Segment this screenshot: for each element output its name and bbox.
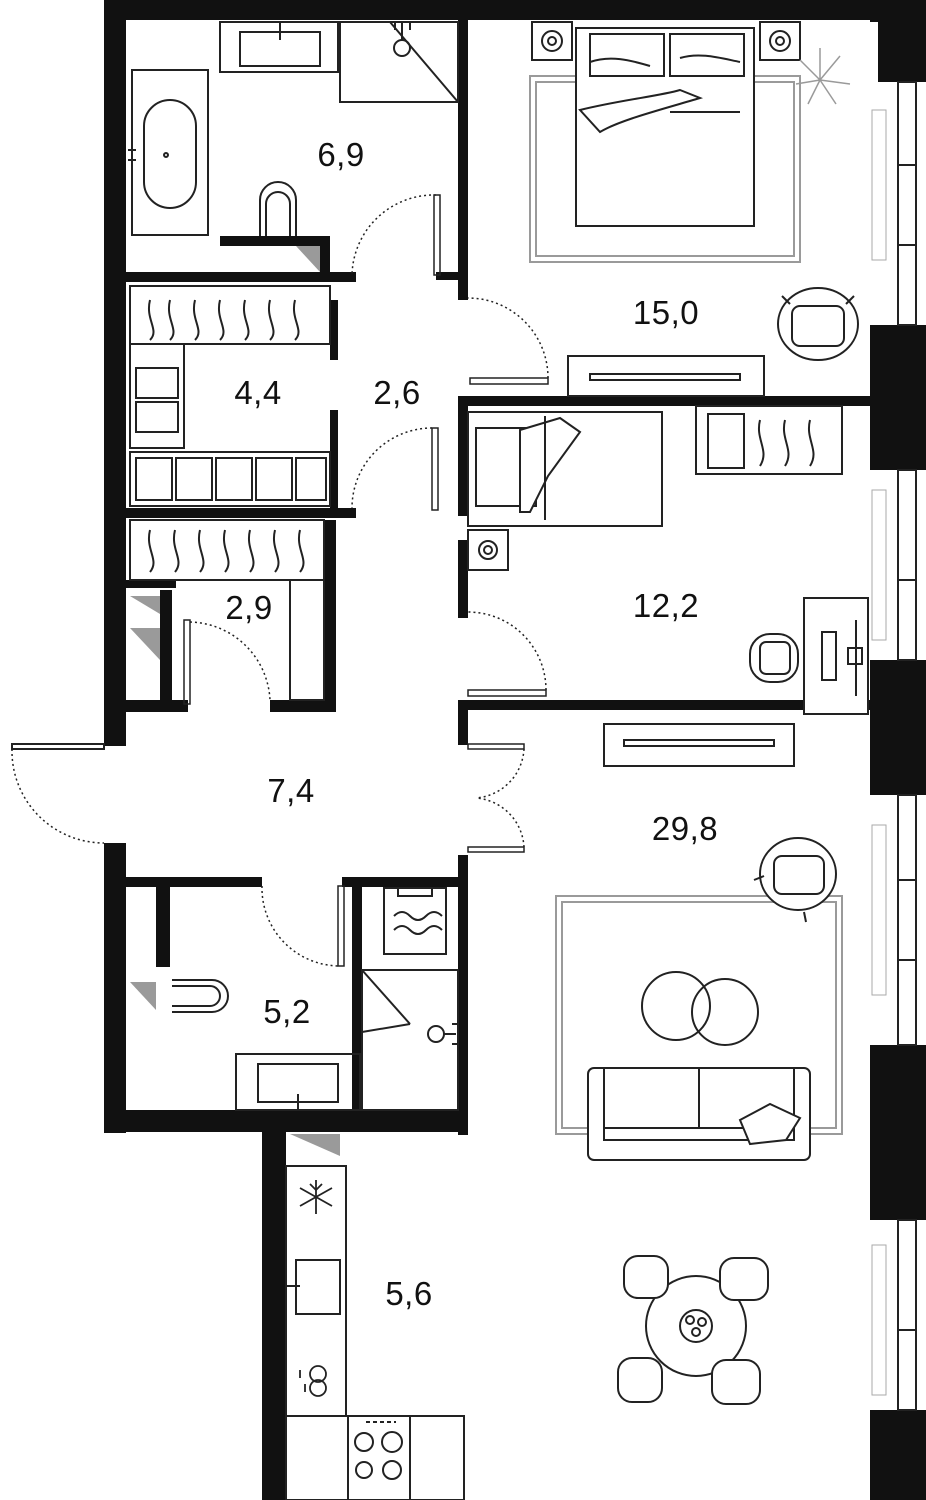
washing-machine-icon bbox=[383, 887, 447, 955]
room-area-living-room: 29,8 bbox=[651, 810, 719, 847]
kitchen-counter bbox=[285, 1165, 465, 1500]
wardrobe-icon-3 bbox=[695, 405, 843, 475]
room-area-bathroom-1: 6,9 bbox=[317, 136, 365, 173]
wardrobe-icon bbox=[129, 285, 331, 507]
doors bbox=[183, 194, 549, 967]
dining-table-icon bbox=[617, 1255, 769, 1405]
armchair-icon bbox=[777, 287, 859, 361]
sink-icon-3 bbox=[286, 1259, 341, 1315]
room-area-wardrobe-1: 4,4 bbox=[234, 374, 282, 411]
shower-icon bbox=[339, 21, 459, 103]
room-area-wardrobe-2: 2,9 bbox=[225, 589, 273, 626]
sink-icon bbox=[219, 21, 339, 73]
room-area-bathroom-2: 5,2 bbox=[263, 993, 311, 1030]
bathtub-icon bbox=[128, 69, 209, 236]
room-area-corridor: 2,6 bbox=[373, 374, 421, 411]
radiators bbox=[871, 109, 887, 1396]
bed-icon-2 bbox=[467, 411, 663, 527]
coffee-table-icon bbox=[641, 971, 759, 1046]
tv-stand-icon bbox=[567, 355, 765, 397]
windows bbox=[897, 81, 917, 1411]
room-area-bedroom-1: 15,0 bbox=[632, 294, 700, 331]
wardrobe-icon-2 bbox=[129, 519, 325, 701]
bed-icon bbox=[575, 27, 755, 227]
stove-icon bbox=[347, 1415, 411, 1500]
sofa-icon bbox=[587, 1067, 811, 1161]
toilet-icon-2 bbox=[172, 979, 229, 1013]
armchair-icon-2 bbox=[753, 837, 837, 923]
nightstand-icon-2 bbox=[467, 529, 509, 571]
shower-icon-2 bbox=[361, 969, 459, 1111]
toilet-icon bbox=[259, 181, 297, 236]
tv-stand-icon-2 bbox=[603, 723, 795, 767]
dishwasher-icon bbox=[299, 1365, 327, 1397]
walls bbox=[104, 0, 926, 1500]
nightstand-icon bbox=[531, 21, 801, 61]
wall-triangles bbox=[130, 246, 340, 1156]
fridge-icon bbox=[299, 1180, 333, 1214]
chair-icon bbox=[749, 633, 799, 683]
desk-icon bbox=[803, 597, 869, 715]
plant-icon bbox=[795, 48, 851, 105]
room-area-bedroom-2: 12,2 bbox=[632, 587, 700, 624]
entrance-door bbox=[11, 743, 105, 844]
sink-icon-2 bbox=[235, 1053, 361, 1111]
room-area-kitchen: 5,6 bbox=[385, 1275, 433, 1312]
room-area-hallway: 7,4 bbox=[267, 772, 315, 809]
